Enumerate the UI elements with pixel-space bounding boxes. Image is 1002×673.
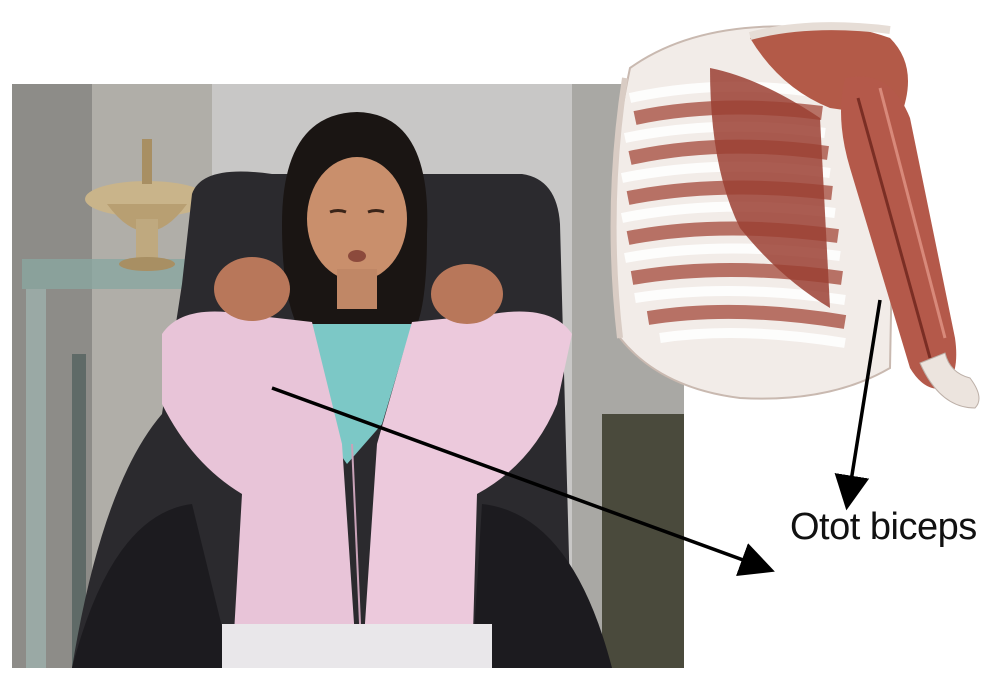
biceps-label: Otot biceps bbox=[790, 506, 977, 549]
relaxation-exercise-photo bbox=[12, 84, 684, 668]
arm-muscle-illustration bbox=[590, 8, 990, 418]
